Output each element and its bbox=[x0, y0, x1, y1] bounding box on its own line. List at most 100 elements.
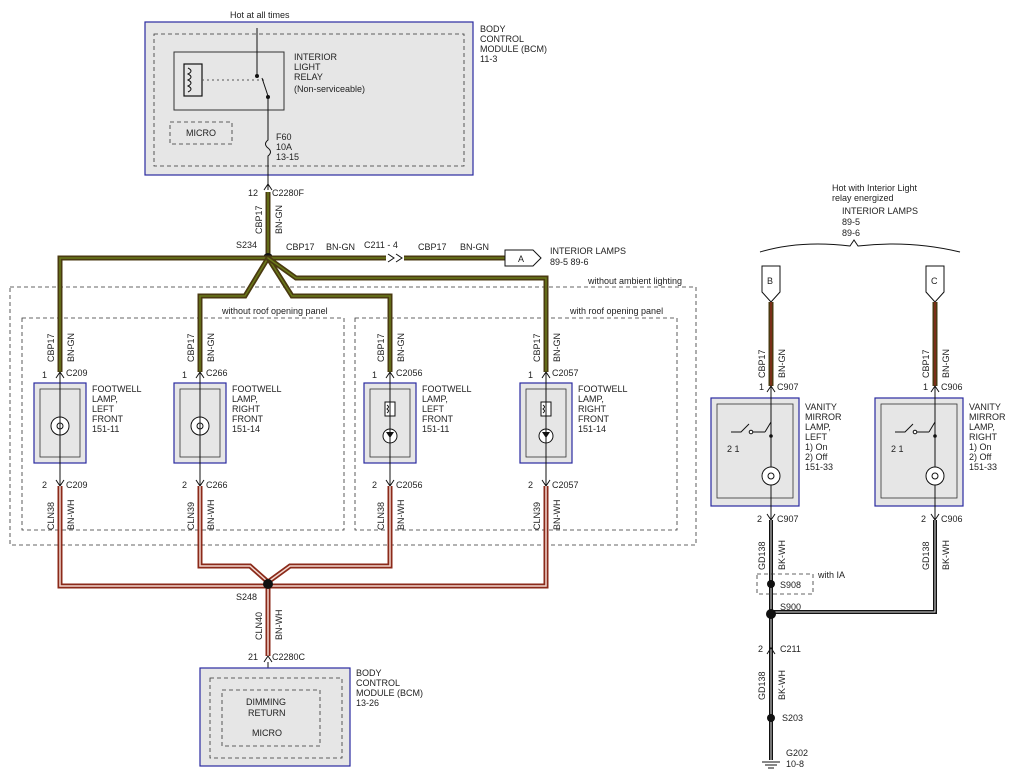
lamp-4-label-1: FOOTWELL bbox=[578, 384, 628, 394]
mirror-2-color-in: BN-GN bbox=[941, 349, 951, 378]
fuse-page: 13-15 bbox=[276, 152, 299, 162]
ref-a-flag bbox=[504, 249, 542, 267]
micro-bottom: MICRO bbox=[252, 728, 282, 738]
mirror-2-label-1: VANITY bbox=[969, 402, 1001, 412]
trunk-color: BN-GN bbox=[274, 205, 284, 234]
connector-c2280c: C2280C bbox=[272, 652, 306, 662]
connector-c2280f: C2280F bbox=[272, 188, 305, 198]
bcm-top-page: 11-3 bbox=[480, 54, 497, 64]
mirror-1-label-6: 2) Off bbox=[805, 452, 828, 462]
lamp-2-color-out: BN-WH bbox=[206, 500, 216, 531]
lamp-2-pin-in: 1 bbox=[182, 370, 187, 380]
lamp-2-label-4: FRONT bbox=[232, 414, 263, 424]
gd138-lower: GD138 bbox=[757, 671, 767, 700]
lamp-2-label-1: FOOTWELL bbox=[232, 384, 282, 394]
lamp-2-circuit-out: CLN39 bbox=[186, 502, 196, 530]
lamp-1-pin-out: 2 bbox=[42, 480, 47, 490]
lamp-4-label-5: 151-14 bbox=[578, 424, 606, 434]
lamp-2-pin-out: 2 bbox=[182, 480, 187, 490]
lamp-1-conn-out: C209 bbox=[66, 480, 88, 490]
bcm-bottom-module: DIMMING RETURN MICRO BODY CONTROL MODULE… bbox=[199, 667, 423, 767]
mirror-1-conn-in: C907 bbox=[777, 382, 799, 392]
mirror-1-circuit-out: GD138 bbox=[757, 541, 767, 570]
lamp-3-label-4: FRONT bbox=[422, 414, 453, 424]
hot-at-all-times: Hot at all times bbox=[230, 10, 290, 20]
connector-c211-4: C211 - 4 bbox=[364, 240, 398, 250]
branch-color-2: BN-GN bbox=[460, 242, 489, 252]
splice-s248-label: S248 bbox=[236, 592, 257, 602]
lamp-1-label-5: 151-11 bbox=[92, 424, 119, 434]
mirror-2-switch-positions: 2 1 bbox=[891, 444, 904, 454]
lamp-2-circuit-in: CBP17 bbox=[186, 333, 196, 362]
fuse-rating: 10A bbox=[276, 142, 292, 152]
lamp-4-pin-out: 2 bbox=[528, 480, 533, 490]
mirror-1-label-4: LEFT bbox=[805, 432, 828, 442]
lamp-3-circuit-out: CLN38 bbox=[376, 502, 386, 530]
bottom-circuit: CLN40 bbox=[254, 612, 264, 640]
mirror-2-conn-in: C906 bbox=[941, 382, 963, 392]
lamp-2-label-3: RIGHT bbox=[232, 404, 261, 414]
lamp-1-pin-in: 1 bbox=[42, 370, 47, 380]
relay-label-3: RELAY bbox=[294, 72, 323, 82]
branch-circuit-2: CBP17 bbox=[418, 242, 447, 252]
lamp-3-conn-in: C2056 bbox=[396, 368, 423, 378]
right-hot-2: relay energized bbox=[832, 193, 894, 203]
feed-wires bbox=[57, 255, 549, 372]
mirror-1-label-5: 1) On bbox=[805, 442, 828, 452]
relay-label-4: (Non-serviceable) bbox=[294, 84, 365, 94]
lamp-2-label-2: LAMP, bbox=[232, 394, 258, 404]
mirror-2-label-6: 2) Off bbox=[969, 452, 992, 462]
group-roof-label: with roof opening panel bbox=[569, 306, 663, 316]
mirror-1-switch-positions: 2 1 bbox=[727, 444, 740, 454]
lamp-1-conn-in: C209 bbox=[66, 368, 88, 378]
bkwh-lower: BK-WH bbox=[777, 670, 787, 700]
lamp-2-label-5: 151-14 bbox=[232, 424, 260, 434]
splice-s900: S900 bbox=[780, 602, 801, 612]
bcm-top-module: Hot at all times BODY CONTROL MODULE (BC… bbox=[144, 10, 547, 190]
ref-c: C bbox=[931, 276, 938, 286]
bcm-top-title-3: MODULE (BCM) bbox=[480, 44, 547, 54]
bcm-bottom-title-2: CONTROL bbox=[356, 678, 400, 688]
lamp-1-circuit-in: CBP17 bbox=[46, 333, 56, 362]
lamp-4-circuit-out: CLN39 bbox=[532, 502, 542, 530]
ref-b-flag bbox=[761, 265, 781, 303]
lamp-3-label-1: FOOTWELL bbox=[422, 384, 472, 394]
lamp-2-conn-in: C266 bbox=[206, 368, 228, 378]
bcm-bottom-page: 13-26 bbox=[356, 698, 379, 708]
return-wires bbox=[57, 486, 549, 656]
bcm-bottom-title-3: MODULE (BCM) bbox=[356, 688, 423, 698]
branch-wire bbox=[268, 252, 505, 264]
group-ambient-label: without ambient lighting bbox=[587, 276, 682, 286]
splice-s203: S203 bbox=[782, 713, 803, 723]
lamp-1-circuit-out: CLN38 bbox=[46, 502, 56, 530]
lamp-2-conn-out: C266 bbox=[206, 480, 228, 490]
lamp-4-label-3: RIGHT bbox=[578, 404, 607, 414]
lamp-4-pin-in: 1 bbox=[528, 370, 533, 380]
connector-c211: C211 bbox=[780, 644, 801, 654]
pin-21: 21 bbox=[248, 652, 258, 662]
mirror-2-conn-out: C906 bbox=[941, 514, 963, 524]
mirror-2-label-5: 1) On bbox=[969, 442, 992, 452]
branch-color: BN-GN bbox=[326, 242, 355, 252]
lamp-1-label-3: LEFT bbox=[92, 404, 115, 414]
mirror-1-pin-in: 1 bbox=[759, 382, 764, 392]
group-roof bbox=[354, 317, 678, 531]
splice-s234-label: S234 bbox=[236, 240, 257, 250]
lamp-3-label-2: LAMP, bbox=[422, 394, 448, 404]
mirror-2-label-3: LAMP, bbox=[969, 422, 995, 432]
mirror-1-conn-out: C907 bbox=[777, 514, 799, 524]
ref-b: B bbox=[767, 276, 773, 286]
mirror-1-color-in: BN-GN bbox=[777, 349, 787, 378]
dimming-return-2: RETURN bbox=[248, 708, 286, 718]
lamp-4-conn-out: C2057 bbox=[552, 480, 579, 490]
right-page-1: 89-5 bbox=[842, 217, 860, 227]
lamp-2-color-in: BN-GN bbox=[206, 333, 216, 362]
mirror-1-label-3: LAMP, bbox=[805, 422, 831, 432]
